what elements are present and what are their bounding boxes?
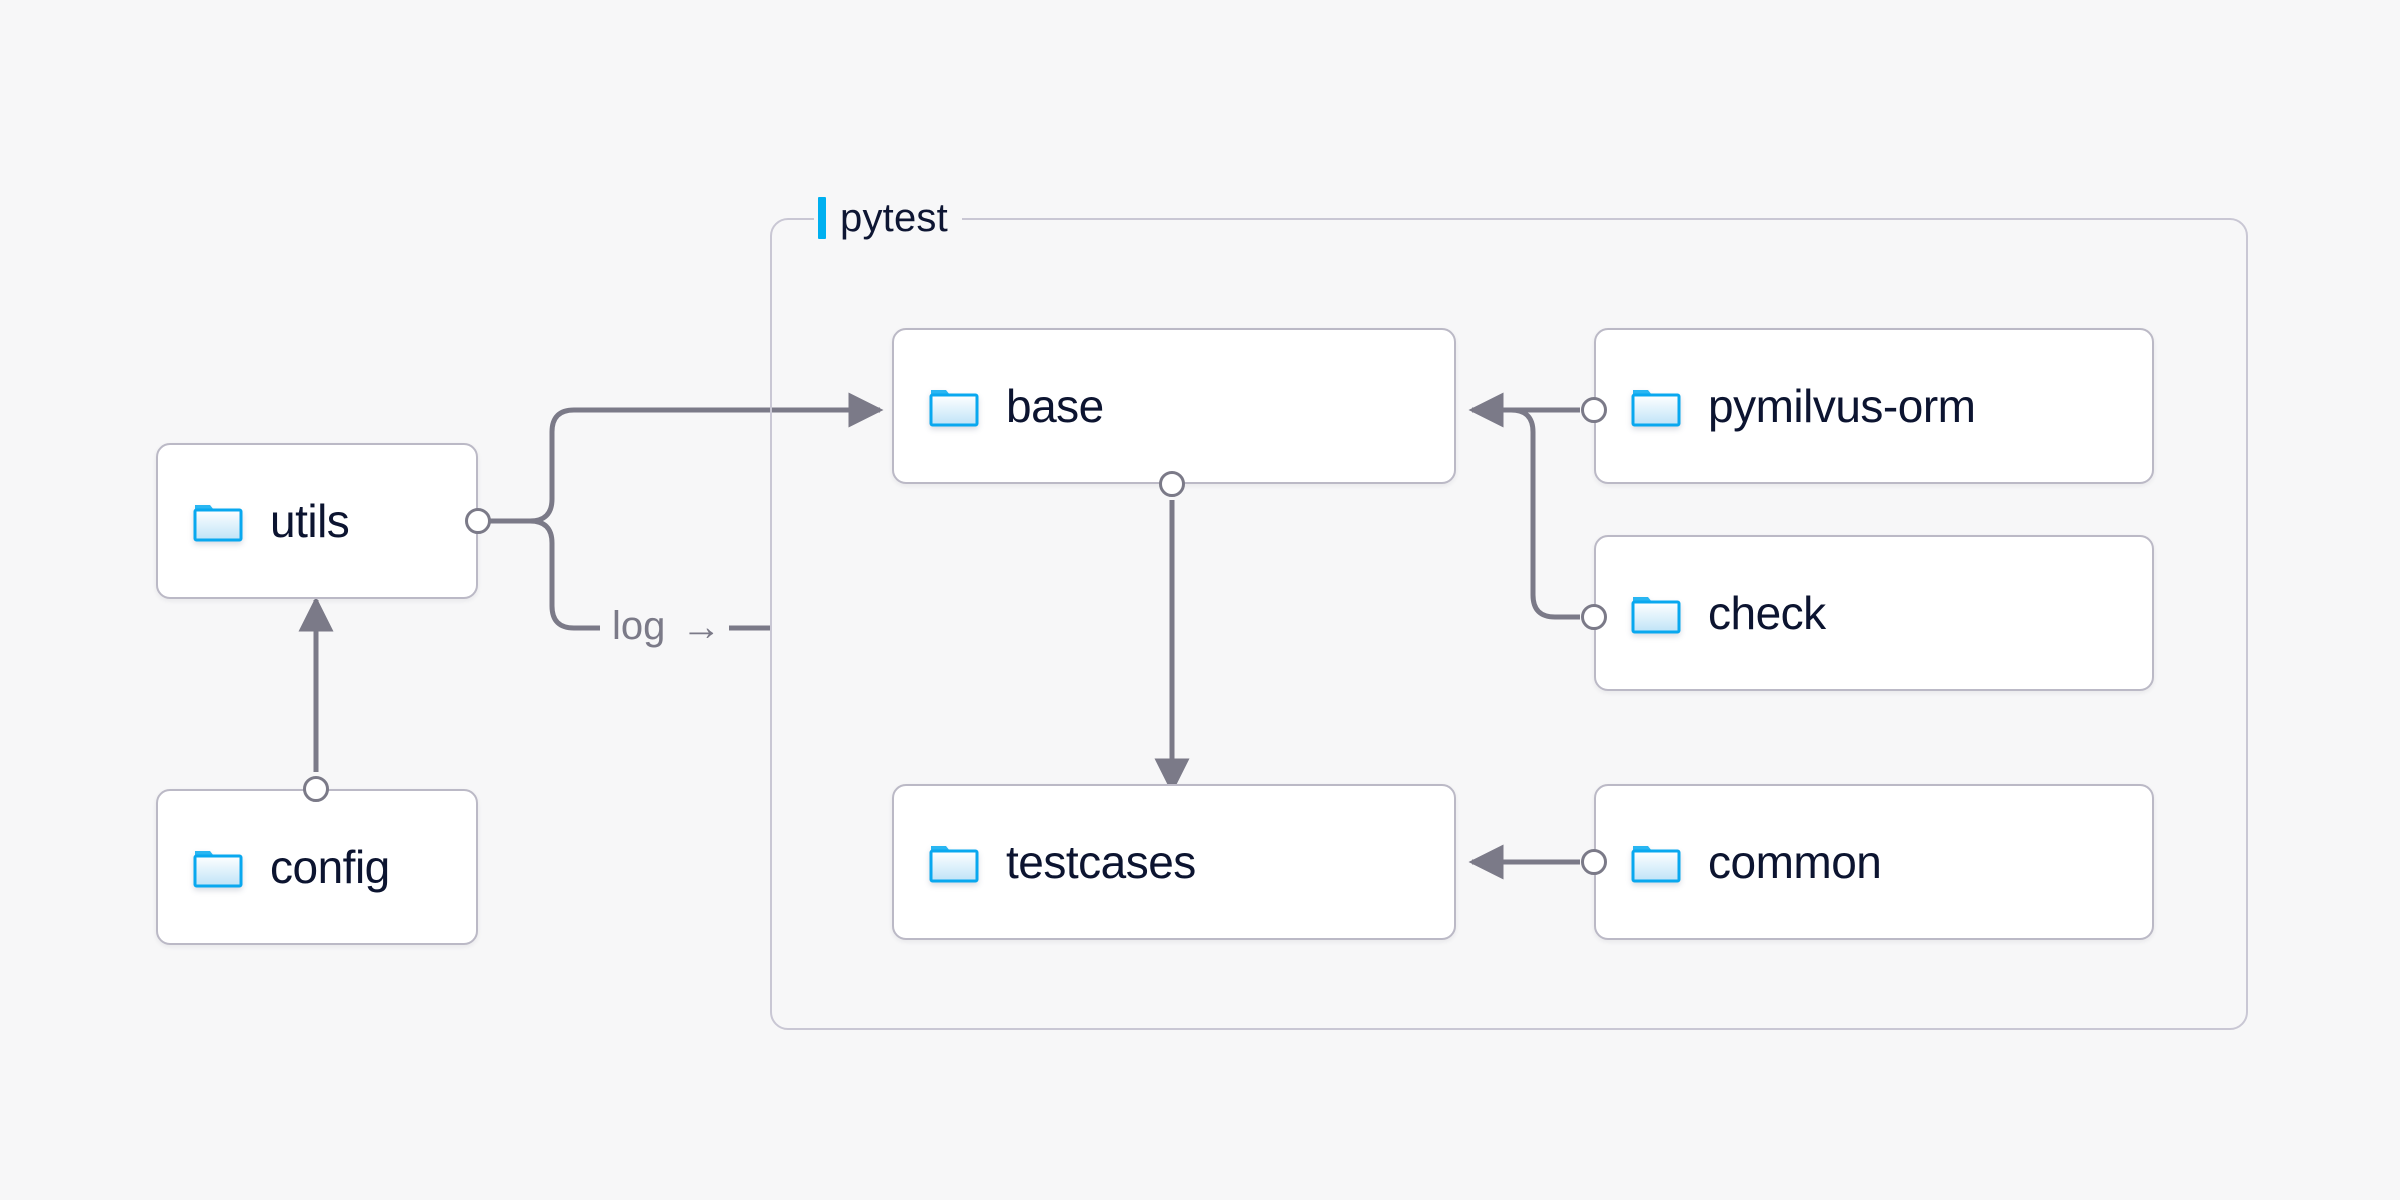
node-check-content: check bbox=[1596, 590, 1826, 636]
node-testcases[interactable]: testcases bbox=[892, 784, 1456, 940]
group-label-pytest: pytest bbox=[814, 194, 962, 242]
folder-icon bbox=[1631, 846, 1681, 883]
port-base-bottom[interactable] bbox=[1159, 471, 1185, 497]
port-config-top[interactable] bbox=[303, 776, 329, 802]
node-config-content: config bbox=[158, 844, 390, 890]
node-base[interactable]: base bbox=[892, 328, 1456, 484]
group-title: pytest bbox=[840, 195, 948, 240]
node-base-content: base bbox=[894, 383, 1104, 429]
node-pymilvus-orm-content: pymilvus-orm bbox=[1596, 380, 1976, 432]
node-utils-content: utils bbox=[158, 495, 350, 547]
node-config-label: config bbox=[270, 841, 390, 893]
node-pymilvus-orm-label: pymilvus-orm bbox=[1708, 380, 1976, 432]
port-common-left[interactable] bbox=[1581, 849, 1607, 875]
node-utils-label: utils bbox=[270, 495, 350, 547]
folder-icon bbox=[193, 505, 243, 542]
arrow-right-icon: → bbox=[681, 604, 722, 649]
port-check-left[interactable] bbox=[1581, 604, 1607, 630]
node-testcases-label: testcases bbox=[1006, 836, 1196, 888]
edge-label-log: log → bbox=[604, 604, 730, 649]
folder-icon bbox=[929, 390, 979, 427]
edge-label-log-text: log bbox=[612, 604, 666, 648]
node-common[interactable]: common bbox=[1594, 784, 2154, 940]
folder-icon bbox=[1631, 390, 1681, 427]
folder-icon bbox=[929, 846, 979, 883]
folder-icon bbox=[1631, 597, 1681, 634]
group-container-pytest[interactable] bbox=[770, 218, 2248, 1030]
folder-icon bbox=[193, 851, 243, 888]
node-utils[interactable]: utils bbox=[156, 443, 478, 599]
port-utils-right[interactable] bbox=[465, 508, 491, 534]
node-common-label: common bbox=[1708, 836, 1882, 888]
node-base-label: base bbox=[1006, 380, 1104, 432]
group-accent-bar bbox=[818, 197, 826, 239]
node-check-label: check bbox=[1708, 587, 1826, 639]
port-pymilvus-orm-left[interactable] bbox=[1581, 397, 1607, 423]
node-common-content: common bbox=[1596, 836, 1882, 888]
node-pymilvus-orm[interactable]: pymilvus-orm bbox=[1594, 328, 2154, 484]
node-testcases-content: testcases bbox=[894, 839, 1196, 885]
node-config[interactable]: config bbox=[156, 789, 478, 945]
node-check[interactable]: check bbox=[1594, 535, 2154, 691]
edge-utils-log bbox=[529, 518, 600, 631]
